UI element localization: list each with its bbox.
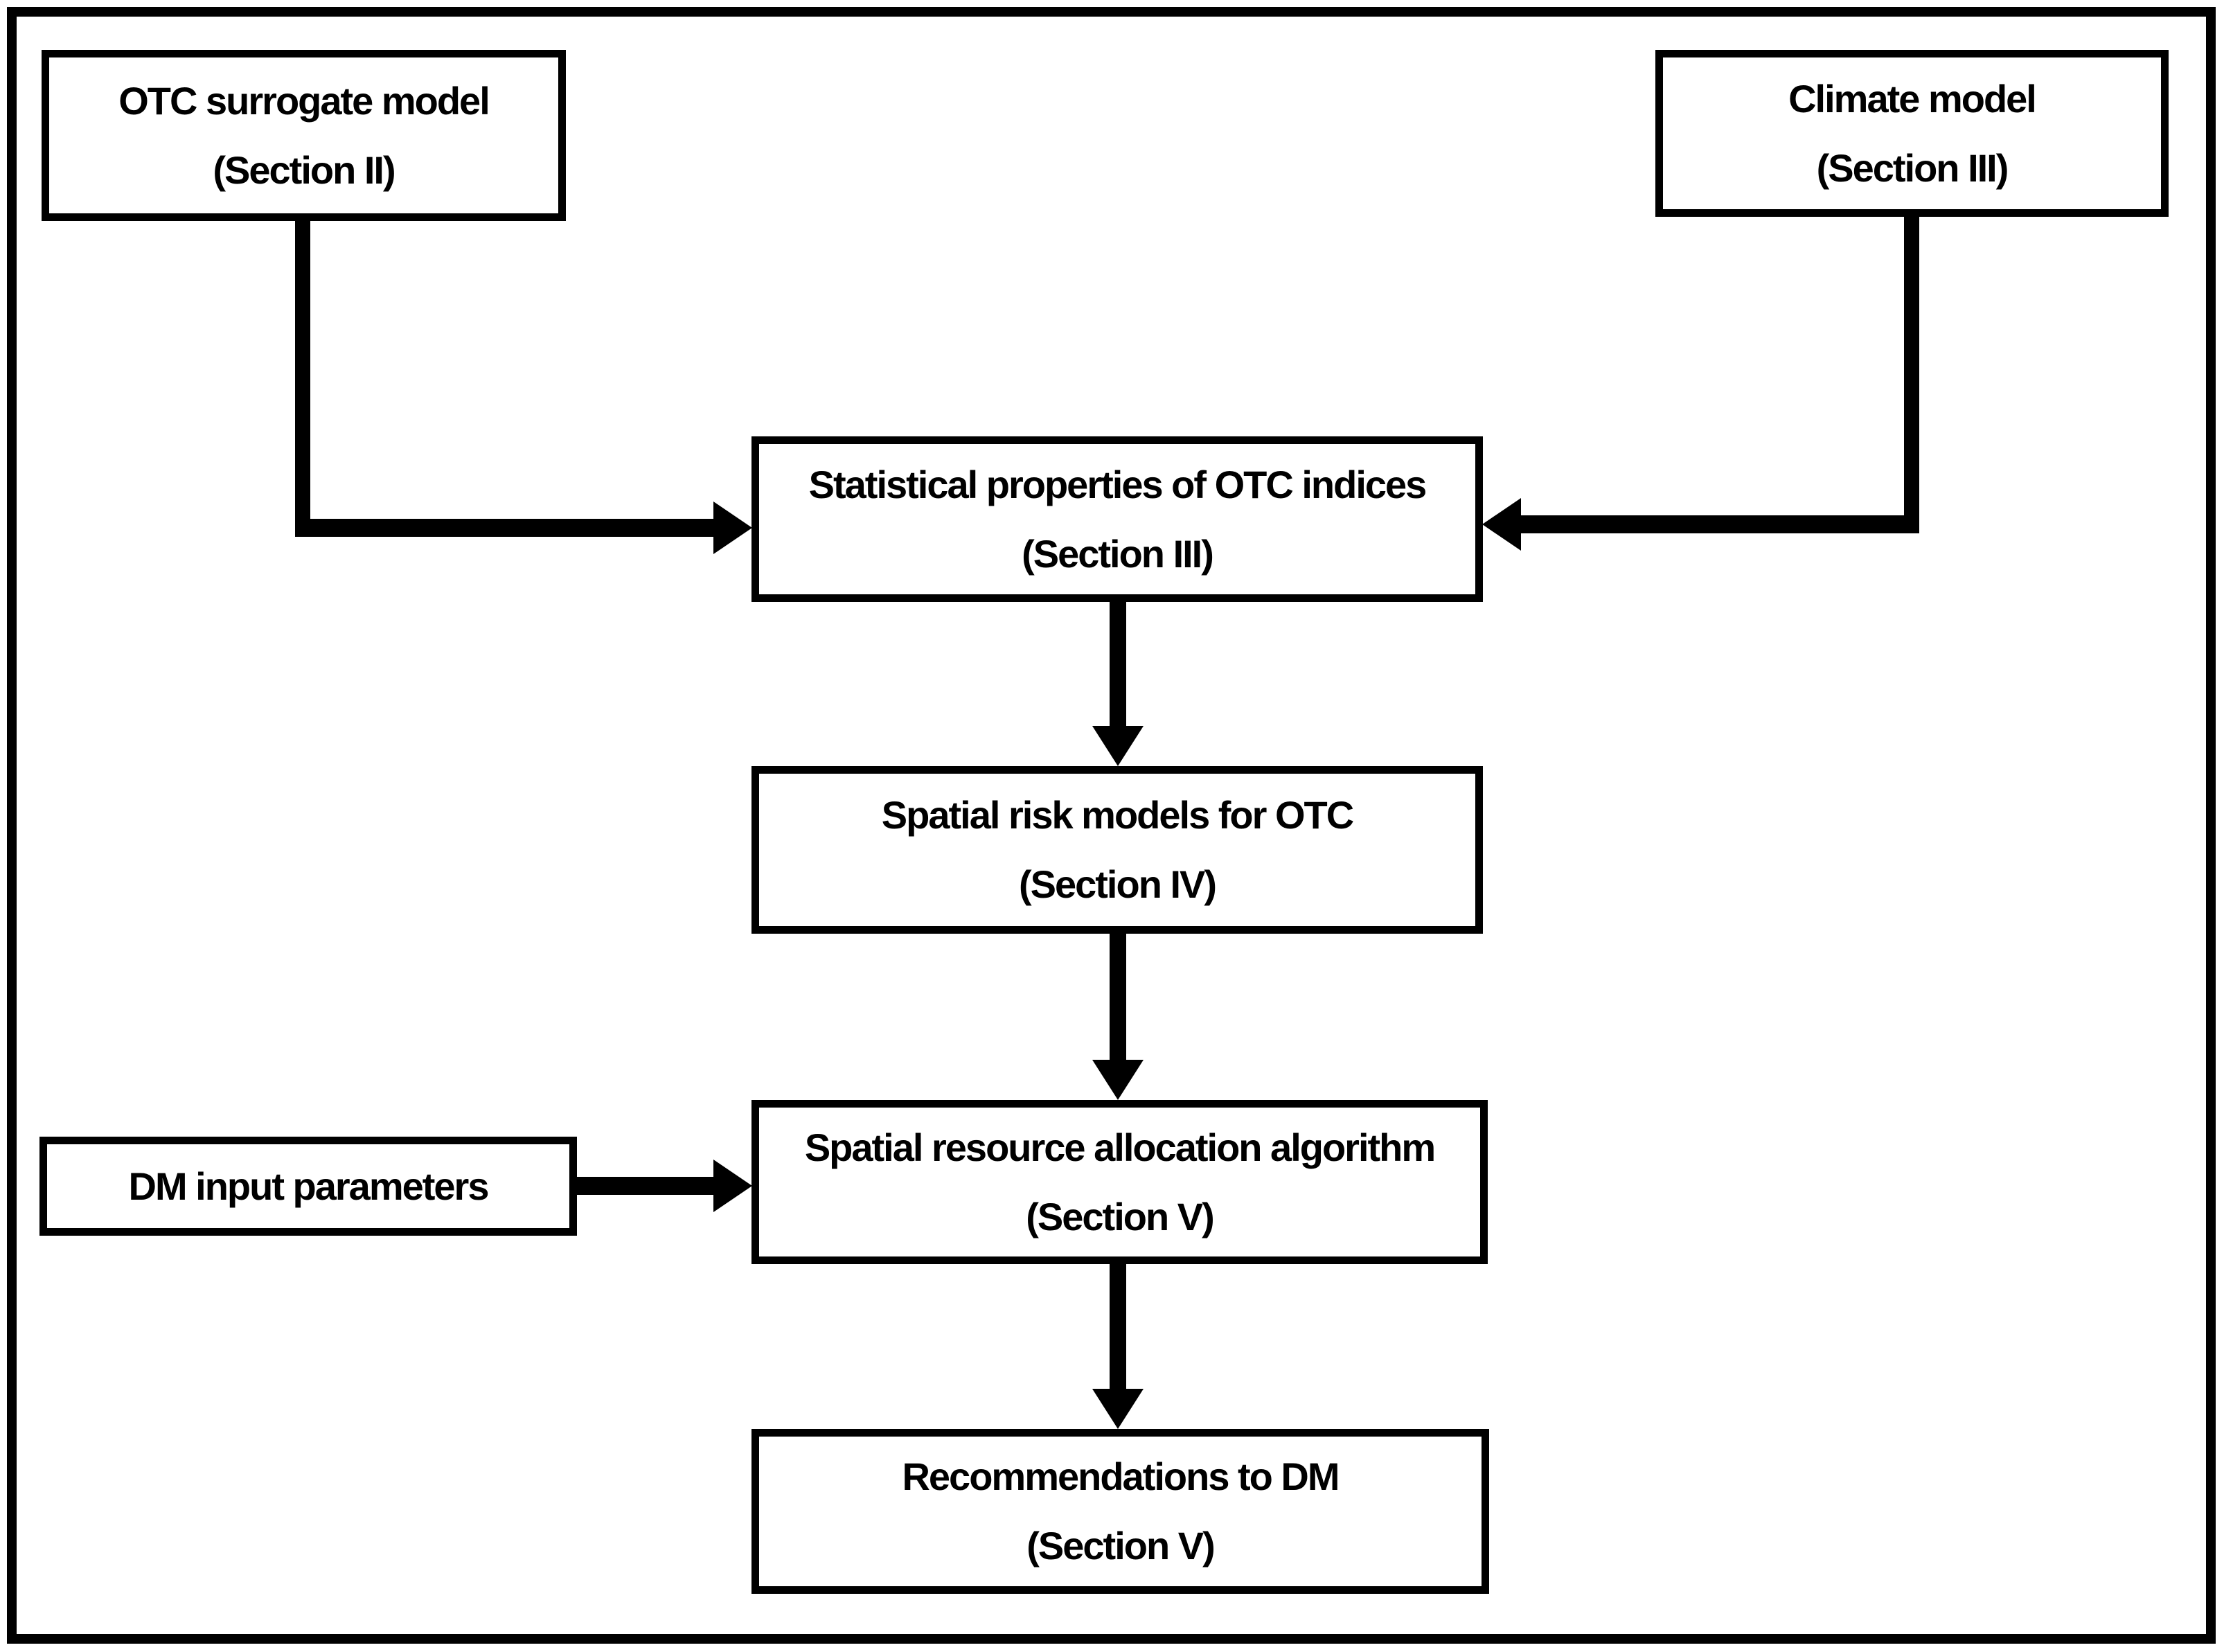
arrow-dm-to-allocation-head-icon — [713, 1160, 752, 1212]
arrow-otc-to-statistical-stem-horizontal — [295, 519, 714, 537]
node-climate-model-section: (Section III) — [1816, 145, 2009, 190]
node-spatial-resource-allocation-section: (Section V) — [1026, 1194, 1214, 1238]
arrow-risk-to-allocation-head-icon — [1092, 1060, 1144, 1100]
node-otc-surrogate-model: OTC surrogate model (Section II) — [42, 50, 566, 221]
diagram-border — [7, 7, 2216, 1644]
node-climate-model: Climate model (Section III) — [1655, 50, 2169, 217]
node-spatial-risk-models: Spatial risk models for OTC (Section IV) — [751, 766, 1483, 934]
node-dm-input-parameters-title: DM input parameters — [128, 1164, 490, 1208]
arrow-climate-to-statistical-head-icon — [1482, 498, 1521, 551]
node-otc-surrogate-model-section: (Section II) — [213, 148, 395, 192]
node-recommendations-to-dm-section: (Section V) — [1026, 1524, 1215, 1567]
arrow-climate-to-statistical-stem-horizontal — [1521, 515, 1919, 533]
node-dm-input-parameters: DM input parameters — [39, 1137, 577, 1236]
node-statistical-properties-title: Statistical properties of OTC indices — [808, 462, 1427, 506]
arrow-otc-to-statistical-stem-vertical — [295, 219, 310, 537]
arrow-climate-to-statistical-stem-vertical — [1904, 215, 1919, 533]
node-otc-surrogate-model-title: OTC surrogate model — [118, 78, 490, 123]
node-spatial-resource-allocation: Spatial resource allocation algorithm (S… — [751, 1100, 1488, 1264]
node-climate-model-title: Climate model — [1788, 76, 2037, 121]
arrow-otc-to-statistical-head-icon — [713, 501, 752, 554]
node-recommendations-to-dm-title: Recommendations to DM — [902, 1455, 1340, 1498]
node-spatial-risk-models-title: Spatial risk models for OTC — [881, 793, 1354, 837]
arrow-statistical-to-risk-stem — [1110, 600, 1126, 727]
arrow-dm-to-allocation-stem — [573, 1177, 714, 1195]
node-spatial-resource-allocation-title: Spatial resource allocation algorithm — [804, 1125, 1436, 1169]
arrow-allocation-to-recommendations-head-icon — [1092, 1389, 1144, 1429]
arrow-statistical-to-risk-head-icon — [1092, 726, 1144, 766]
arrow-allocation-to-recommendations-stem — [1110, 1262, 1126, 1390]
node-spatial-risk-models-section: (Section IV) — [1018, 862, 1217, 906]
node-statistical-properties: Statistical properties of OTC indices (S… — [751, 436, 1483, 602]
node-statistical-properties-section: (Section III) — [1022, 531, 1214, 576]
node-recommendations-to-dm: Recommendations to DM (Section V) — [751, 1429, 1489, 1594]
arrow-risk-to-allocation-stem — [1110, 932, 1126, 1061]
